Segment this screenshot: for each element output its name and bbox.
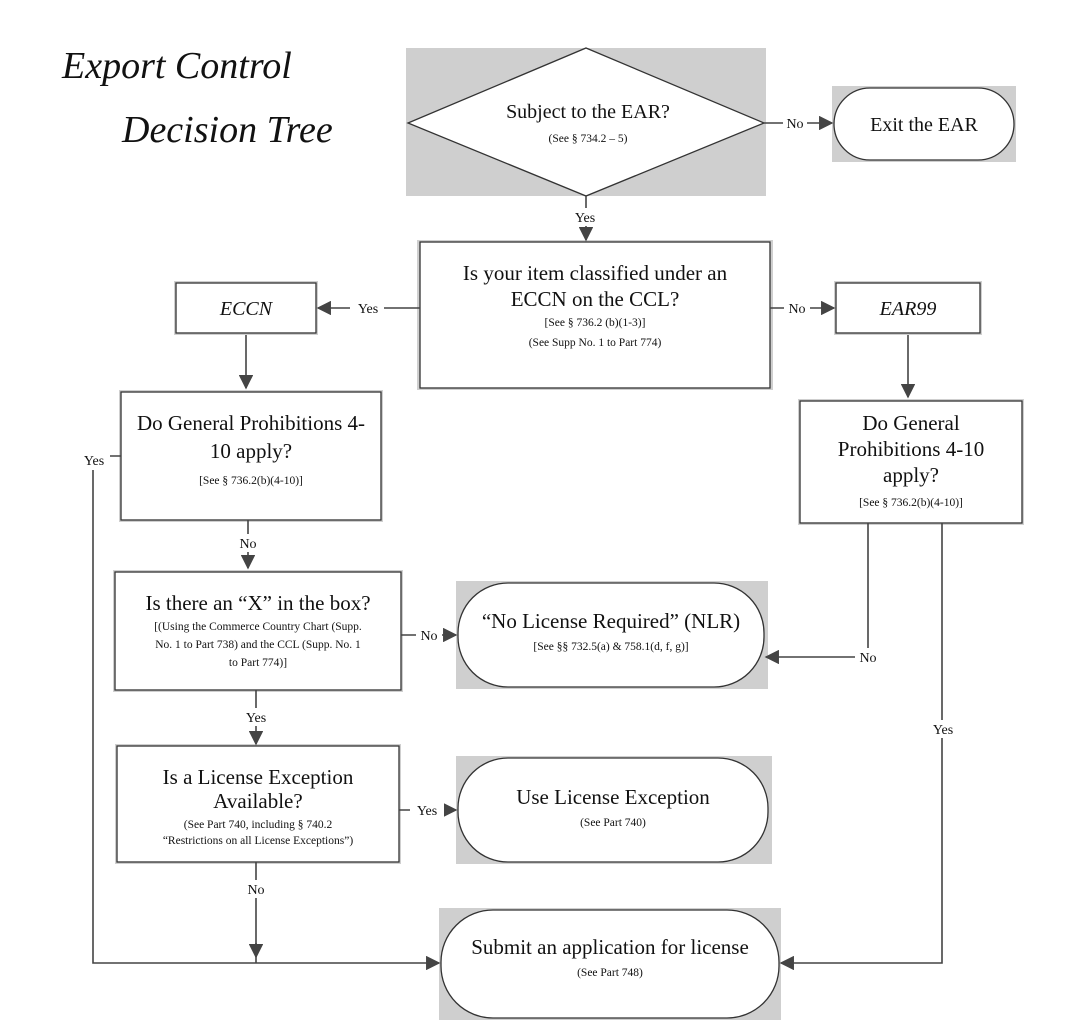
- license-exception-line1: Is a License Exception: [163, 765, 354, 789]
- submit-text: Submit an application for license: [471, 935, 749, 959]
- edge-label-subject-yes: Yes: [575, 211, 595, 226]
- edge-label-exception-no: No: [247, 883, 264, 898]
- title-line2: Decision Tree: [121, 109, 333, 151]
- nlr-text: “No License Required” (NLR): [482, 609, 740, 633]
- ear99-box: [835, 282, 981, 334]
- x-in-box-question: Is there an “X” in the box? [(Using the …: [113, 570, 403, 692]
- gp-right-line3: apply?: [883, 463, 939, 487]
- license-exception-ref1: (See Part 740, including § 740.2: [184, 819, 333, 831]
- gp-left-box: [120, 391, 382, 521]
- gp-left-line2: 10 apply?: [210, 439, 292, 463]
- edge-label-classified-yes: Yes: [358, 302, 378, 317]
- license-exception-box: [116, 745, 400, 863]
- edge-label-classified-no: No: [788, 302, 805, 317]
- x-box: [114, 571, 402, 691]
- gp-right-line1: Do General: [862, 411, 960, 435]
- edge-label-gp-right-yes: Yes: [933, 723, 953, 738]
- gp-right-box: [799, 400, 1023, 524]
- classified-ref1: [See § 736.2 (b)(1-3)]: [545, 317, 646, 329]
- exit-ear-shape: [833, 87, 1015, 161]
- exit-ear-terminal: Exit the EAR: [832, 86, 1016, 162]
- use-exception-ref: (See Part 740): [580, 817, 646, 829]
- submit-ref: (See Part 748): [577, 967, 643, 979]
- classified-line2: ECCN on the CCL?: [511, 287, 680, 311]
- license-exception-ref2: “Restrictions on all License Exceptions”…: [163, 835, 353, 847]
- x-box-line1: Is there an “X” in the box?: [145, 591, 370, 615]
- edge-label-gp-left-yes: Yes: [84, 454, 104, 469]
- submit-terminal: Submit an application for license (See P…: [439, 908, 781, 1020]
- edge-label-x-yes: Yes: [246, 711, 266, 726]
- x-box-ref2: No. 1 to Part 738) and the CCL (Supp. No…: [155, 639, 361, 651]
- nlr-ref: [See §§ 732.5(a) & 758.1(d, f, g)]: [533, 641, 688, 653]
- submit-shape: [440, 909, 780, 1019]
- gp-right-line2: Prohibitions 4-10: [838, 437, 984, 461]
- use-exception-terminal: Use License Exception (See Part 740): [456, 756, 772, 864]
- eccn-box: [175, 282, 317, 334]
- eccn-text: ECCN: [219, 298, 274, 320]
- edge-gp-right-to-nlr: [764, 523, 869, 665]
- edge-label-subject-no: No: [786, 117, 803, 132]
- license-exception-line2: Available?: [213, 789, 302, 813]
- eccn-node: ECCN: [174, 281, 318, 335]
- x-box-ref3: to Part 774)]: [229, 657, 287, 669]
- nlr-terminal: “No License Required” (NLR) [See §§ 732.…: [456, 581, 768, 689]
- ear99-node: EAR99: [834, 281, 982, 335]
- x-box-ref1: [(Using the Commerce Country Chart (Supp…: [154, 621, 362, 633]
- edge-label-exception-yes: Yes: [417, 804, 437, 819]
- classified-line1: Is your item classified under an: [463, 261, 728, 285]
- classified-ref2: (See Supp No. 1 to Part 774): [529, 337, 662, 349]
- gp-left-question: Do General Prohibitions 4- 10 apply? [Se…: [119, 390, 383, 522]
- edge-label-x-no: No: [420, 629, 437, 644]
- classified-box: [419, 241, 771, 389]
- edge-gp-right-to-submit: [779, 523, 943, 971]
- gp-right-ref: [See § 736.2(b)(4-10)]: [859, 497, 963, 509]
- use-exception-text: Use License Exception: [516, 785, 710, 809]
- use-exception-shape: [457, 757, 769, 863]
- subject-to-ear-decision: Subject to the EAR? (See § 734.2 – 5): [406, 47, 766, 197]
- ear99-text: EAR99: [879, 298, 937, 320]
- license-exception-question: Is a License Exception Available? (See P…: [115, 744, 401, 864]
- subject-text: Subject to the EAR?: [506, 101, 670, 123]
- edge-label-gp-left-no: No: [239, 537, 256, 552]
- title-line1: Export Control: [61, 45, 292, 87]
- edge-label-gp-right-no: No: [859, 651, 876, 666]
- gp-right-question: Do General Prohibitions 4-10 apply? [See…: [798, 399, 1024, 525]
- nlr-shape: [457, 582, 765, 688]
- classified-question: Is your item classified under an ECCN on…: [417, 240, 773, 390]
- exit-ear-text: Exit the EAR: [870, 114, 978, 136]
- gp-left-ref: [See § 736.2(b)(4-10)]: [199, 475, 303, 487]
- gp-left-line1: Do General Prohibitions 4-: [137, 411, 365, 435]
- subject-ref: (See § 734.2 – 5): [549, 133, 628, 145]
